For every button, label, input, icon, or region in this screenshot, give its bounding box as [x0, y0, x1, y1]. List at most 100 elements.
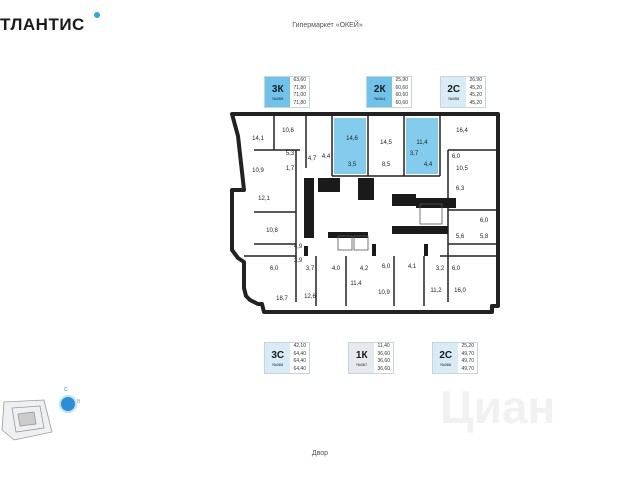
room-area: 4,2 [360, 266, 369, 272]
site-minimap [1, 399, 53, 441]
apartment-type: 3С [271, 349, 285, 361]
room-area: 6,3 [456, 186, 465, 192]
room-area: 4,4 [322, 154, 331, 160]
area-value: 45,20 [469, 92, 482, 98]
room-area: 12,1 [258, 196, 270, 202]
apartment-type-badge: 1К №367 [349, 343, 375, 373]
room-area: 3,5 [348, 162, 357, 168]
watermark: Циан [440, 381, 556, 433]
apartment-areas: 42,10 64,40 64,40 64,40 [290, 343, 309, 373]
area-value: 45,20 [469, 84, 482, 91]
apartment-type-badge: 2К №364 [367, 77, 393, 107]
room-area: 4,7 [308, 156, 317, 162]
apartment-areas: 26,90 45,20 45,20 45,20 [466, 77, 485, 107]
room-area: 3,2 [436, 266, 445, 272]
room-area: 1,7 [286, 166, 295, 172]
room-area: 14,1 [252, 136, 264, 142]
core-column [328, 232, 368, 238]
apartment-number: №366 [440, 361, 452, 367]
room-area: 6,0 [382, 264, 391, 270]
room-area: 14,6 [346, 136, 358, 142]
apartment-card-top-3[interactable]: 2С №355 26,90 45,20 45,20 45,20 [440, 76, 486, 108]
core-column [318, 178, 340, 192]
core-column [416, 198, 456, 208]
core-column [372, 244, 376, 256]
apartment-type-badge: 2С №355 [441, 77, 467, 107]
apartment-card-top-2[interactable]: 2К №364 25,90 60,60 60,60 60,60 [366, 76, 412, 108]
core-column [304, 178, 314, 238]
core-column [358, 178, 374, 200]
room-area: 14,5 [380, 140, 392, 146]
apartment-card-bottom-1[interactable]: 3С №368 42,10 64,40 64,40 64,40 [264, 342, 310, 374]
compass-icon [59, 395, 77, 413]
room-area: 11,2 [430, 288, 442, 294]
area-value: 42,10 [293, 343, 306, 349]
room-area: 16,0 [454, 288, 466, 294]
room-area: 11,4 [416, 140, 428, 146]
area-value: 64,40 [293, 365, 306, 372]
area-value: 60,60 [395, 84, 408, 91]
area-value: 49,70 [461, 365, 474, 372]
area-value: 71,80 [293, 84, 306, 91]
room-area: 5,6 [456, 234, 465, 240]
area-value: 36,60 [377, 365, 390, 372]
compass-east-label: В [77, 399, 81, 405]
apartment-type: 2К [373, 83, 386, 95]
area-value: 36,60 [377, 358, 390, 364]
area-value: 25,20 [461, 343, 474, 349]
room-area: 10,5 [456, 166, 468, 172]
apartment-areas: 25,90 60,60 60,60 60,60 [392, 77, 411, 107]
area-value: 64,40 [293, 358, 306, 364]
apartment-type: 2С [447, 83, 461, 95]
highlight-apartment-left [334, 118, 366, 174]
compass-north-label: С [64, 387, 68, 393]
room-area: 3,9 [294, 258, 303, 264]
room-area: 3,7 [410, 151, 419, 157]
interior-walls [244, 116, 498, 306]
apartment-type-badge: 3С №368 [265, 343, 291, 373]
room-area: 16,4 [456, 128, 468, 134]
apartment-type: 3К [271, 83, 284, 95]
brand-logo: ТЛАНТИС [0, 15, 85, 34]
room-area: 4,9 [294, 244, 303, 250]
area-value: 25,90 [395, 77, 408, 83]
apartment-areas: 25,20 49,70 49,70 49,70 [458, 343, 477, 373]
apartment-number: №359 [272, 95, 284, 101]
apartment-card-bottom-2[interactable]: 1К №367 11,40 36,60 36,60 36,60 [348, 342, 394, 374]
room-area: 6,0 [480, 218, 489, 224]
room-area: 4,1 [408, 264, 417, 270]
area-value: 71,00 [293, 92, 306, 98]
apartment-number: №355 [448, 95, 460, 101]
apartment-card-bottom-3[interactable]: 2С №366 25,20 49,70 49,70 49,70 [432, 342, 478, 374]
apartment-card-top-1[interactable]: 3К №359 63,60 71,80 71,00 71,80 [264, 76, 310, 108]
room-area: 6,0 [452, 266, 461, 272]
stairs [419, 203, 443, 225]
core-column [392, 226, 448, 234]
area-value: 26,90 [469, 77, 482, 83]
apartment-type-badge: 3К №359 [265, 77, 291, 107]
top-landmark-label: Гипермаркет «ОКЕЙ» [292, 22, 363, 29]
room-area: 8,5 [382, 162, 391, 168]
room-area: 10,9 [252, 168, 264, 174]
room-area: 6,0 [452, 154, 461, 160]
core-column [424, 244, 428, 256]
room-area: 12,6 [304, 294, 316, 300]
apartment-areas: 63,60 71,80 71,00 71,80 [290, 77, 309, 107]
apartment-number: №364 [374, 95, 386, 101]
area-value: 60,60 [395, 99, 408, 106]
area-value: 64,40 [293, 350, 306, 357]
area-value: 63,60 [293, 77, 306, 83]
area-value: 49,70 [461, 350, 474, 357]
elevator [353, 235, 369, 251]
area-value: 11,40 [377, 343, 390, 349]
room-area: 6,0 [270, 266, 279, 272]
outer-wall [230, 112, 500, 314]
area-value: 60,60 [395, 92, 408, 98]
apartment-areas: 11,40 36,60 36,60 36,60 [374, 343, 393, 373]
area-value: 71,80 [293, 99, 306, 106]
area-value: 49,70 [461, 358, 474, 364]
bottom-landmark-label: Двор [311, 450, 329, 457]
room-area: 10,6 [282, 128, 294, 134]
brand-dot [94, 12, 100, 18]
